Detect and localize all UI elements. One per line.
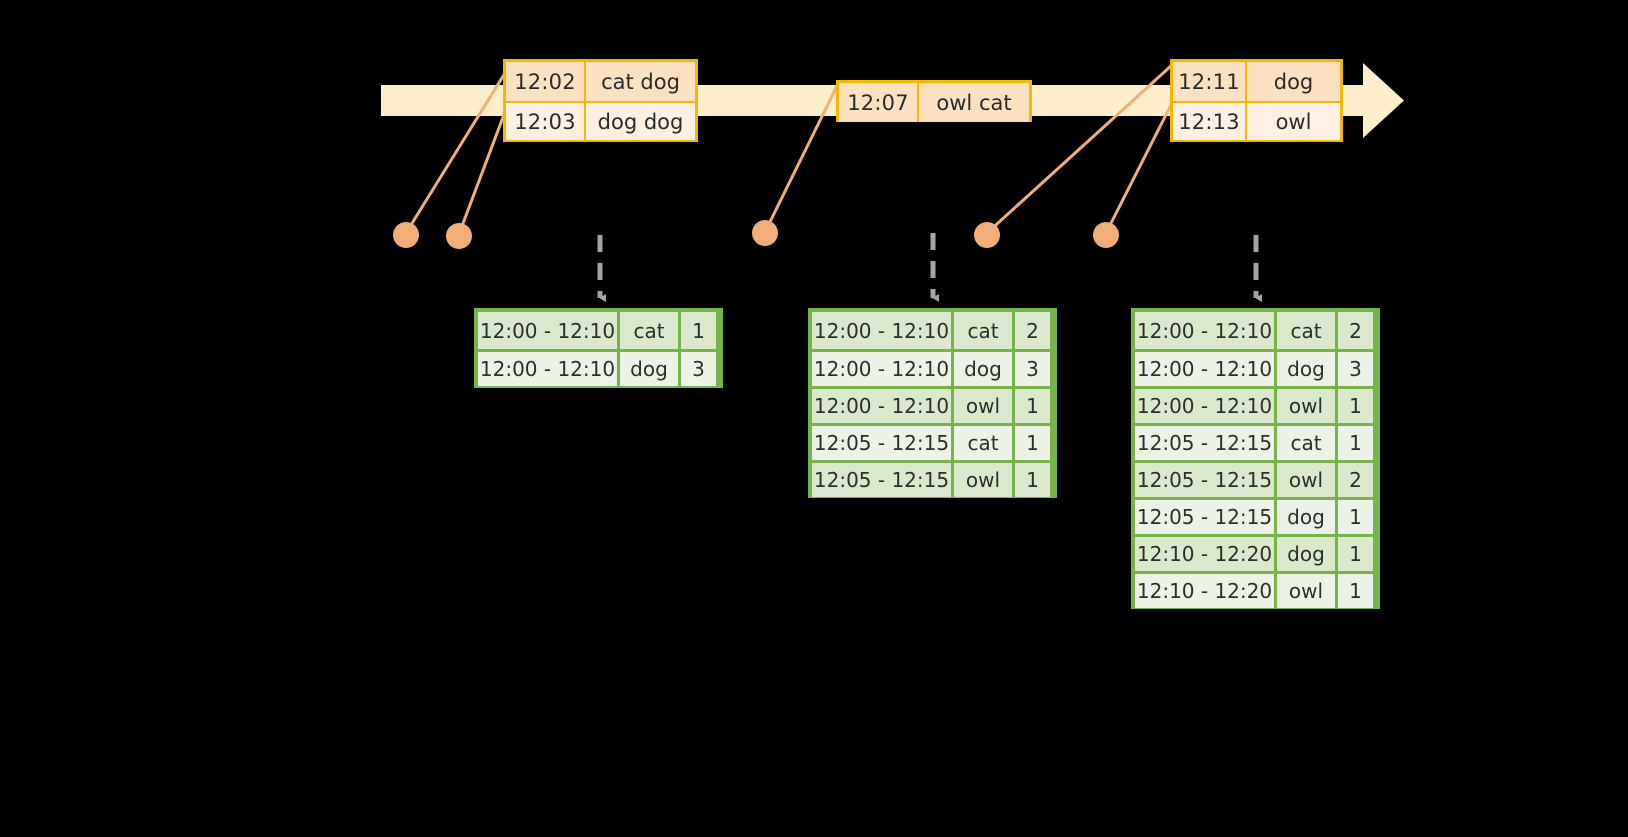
table-row: 12:05 - 12:15 owl 2 [1135, 460, 1376, 497]
table-row: 12:00 - 12:10 dog 3 [812, 349, 1053, 386]
key-cell: owl [1277, 574, 1338, 608]
window-cell: 12:00 - 12:10 [812, 389, 954, 423]
key-cell: owl [1277, 389, 1338, 423]
key-cell: owl [954, 389, 1015, 423]
result-table-1: 12:00 - 12:10 cat 1 12:00 - 12:10 dog 3 [474, 308, 723, 388]
count-cell: 1 [1338, 574, 1373, 608]
connector-line-5 [1104, 102, 1174, 234]
event-row: 12:13 owl [1173, 101, 1340, 140]
count-cell: 1 [1015, 426, 1050, 460]
event-text: cat dog [586, 62, 695, 101]
event-dots-group [393, 220, 1119, 249]
count-cell: 1 [1338, 537, 1373, 571]
window-cell: 12:00 - 12:10 [1135, 312, 1277, 349]
event-time: 12:11 [1173, 62, 1247, 101]
key-cell: cat [620, 312, 681, 349]
table-row: 12:10 - 12:20 owl 1 [1135, 571, 1376, 608]
event-group-1: 12:02 cat dog 12:03 dog dog [503, 59, 698, 142]
table-row: 12:00 - 12:10 dog 3 [1135, 349, 1376, 386]
window-cell: 12:00 - 12:10 [1135, 352, 1277, 386]
event-dot-4 [974, 222, 1000, 248]
window-cell: 12:10 - 12:20 [1135, 537, 1277, 571]
count-cell: 2 [1338, 463, 1373, 497]
table-row: 12:00 - 12:10 owl 1 [812, 386, 1053, 423]
window-cell: 12:00 - 12:10 [812, 352, 954, 386]
key-cell: dog [1277, 500, 1338, 534]
key-cell: dog [1277, 352, 1338, 386]
window-cell: 12:10 - 12:20 [1135, 574, 1277, 608]
count-cell: 1 [1338, 426, 1373, 460]
count-cell: 2 [1338, 312, 1373, 349]
count-cell: 3 [1338, 352, 1373, 386]
event-text: owl [1247, 103, 1340, 140]
connector-line-1 [404, 72, 507, 234]
window-cell: 12:05 - 12:15 [1135, 500, 1277, 534]
window-cell: 12:00 - 12:10 [1135, 389, 1277, 423]
key-cell: dog [954, 352, 1015, 386]
event-text: owl cat [919, 83, 1029, 122]
count-cell: 1 [1338, 389, 1373, 423]
emit-arrows-group [597, 233, 1262, 303]
count-cell: 2 [1015, 312, 1050, 349]
window-cell: 12:00 - 12:10 [478, 352, 620, 386]
key-cell: owl [1277, 463, 1338, 497]
window-cell: 12:00 - 12:10 [812, 312, 954, 349]
event-dot-3 [752, 220, 778, 246]
event-dot-2 [446, 223, 472, 249]
event-dot-1 [393, 222, 419, 248]
key-cell: dog [620, 352, 681, 386]
table-row: 12:05 - 12:15 cat 1 [812, 423, 1053, 460]
key-cell: cat [954, 426, 1015, 460]
connector-line-2 [457, 111, 507, 235]
table-row: 12:00 - 12:10 dog 3 [478, 349, 719, 386]
key-cell: owl [954, 463, 1015, 497]
event-row: 12:07 owl cat [839, 83, 1029, 122]
table-row: 12:05 - 12:15 owl 1 [812, 460, 1053, 497]
window-cell: 12:05 - 12:15 [1135, 463, 1277, 497]
key-cell: dog [1277, 537, 1338, 571]
count-cell: 1 [1338, 500, 1373, 534]
event-text: dog [1247, 62, 1340, 101]
window-cell: 12:05 - 12:15 [812, 426, 954, 460]
count-cell: 3 [681, 352, 716, 386]
table-row: 12:05 - 12:15 dog 1 [1135, 497, 1376, 534]
count-cell: 1 [1015, 463, 1050, 497]
event-group-2: 12:07 owl cat [836, 80, 1032, 122]
table-row: 12:10 - 12:20 dog 1 [1135, 534, 1376, 571]
window-cell: 12:00 - 12:10 [478, 312, 620, 349]
event-row: 12:03 dog dog [506, 101, 695, 140]
event-row: 12:02 cat dog [506, 62, 695, 101]
event-row: 12:11 dog [1173, 62, 1340, 101]
event-dot-5 [1093, 222, 1119, 248]
table-row: 12:00 - 12:10 cat 2 [812, 312, 1053, 349]
event-time: 12:02 [506, 62, 586, 101]
event-group-3: 12:11 dog 12:13 owl [1170, 59, 1343, 142]
key-cell: cat [954, 312, 1015, 349]
table-row: 12:00 - 12:10 cat 1 [478, 312, 719, 349]
key-cell: cat [1277, 426, 1338, 460]
event-time: 12:03 [506, 103, 586, 140]
window-cell: 12:05 - 12:15 [812, 463, 954, 497]
window-cell: 12:05 - 12:15 [1135, 426, 1277, 460]
count-cell: 1 [1015, 389, 1050, 423]
event-time: 12:13 [1173, 103, 1247, 140]
event-time: 12:07 [839, 83, 919, 122]
table-row: 12:00 - 12:10 cat 2 [1135, 312, 1376, 349]
event-text: dog dog [586, 103, 695, 140]
connector-line-3 [763, 83, 840, 233]
table-row: 12:05 - 12:15 cat 1 [1135, 423, 1376, 460]
result-table-3: 12:00 - 12:10 cat 2 12:00 - 12:10 dog 3 … [1131, 308, 1380, 609]
count-cell: 3 [1015, 352, 1050, 386]
result-table-2: 12:00 - 12:10 cat 2 12:00 - 12:10 dog 3 … [808, 308, 1057, 498]
count-cell: 1 [681, 312, 716, 349]
key-cell: cat [1277, 312, 1338, 349]
table-row: 12:00 - 12:10 owl 1 [1135, 386, 1376, 423]
